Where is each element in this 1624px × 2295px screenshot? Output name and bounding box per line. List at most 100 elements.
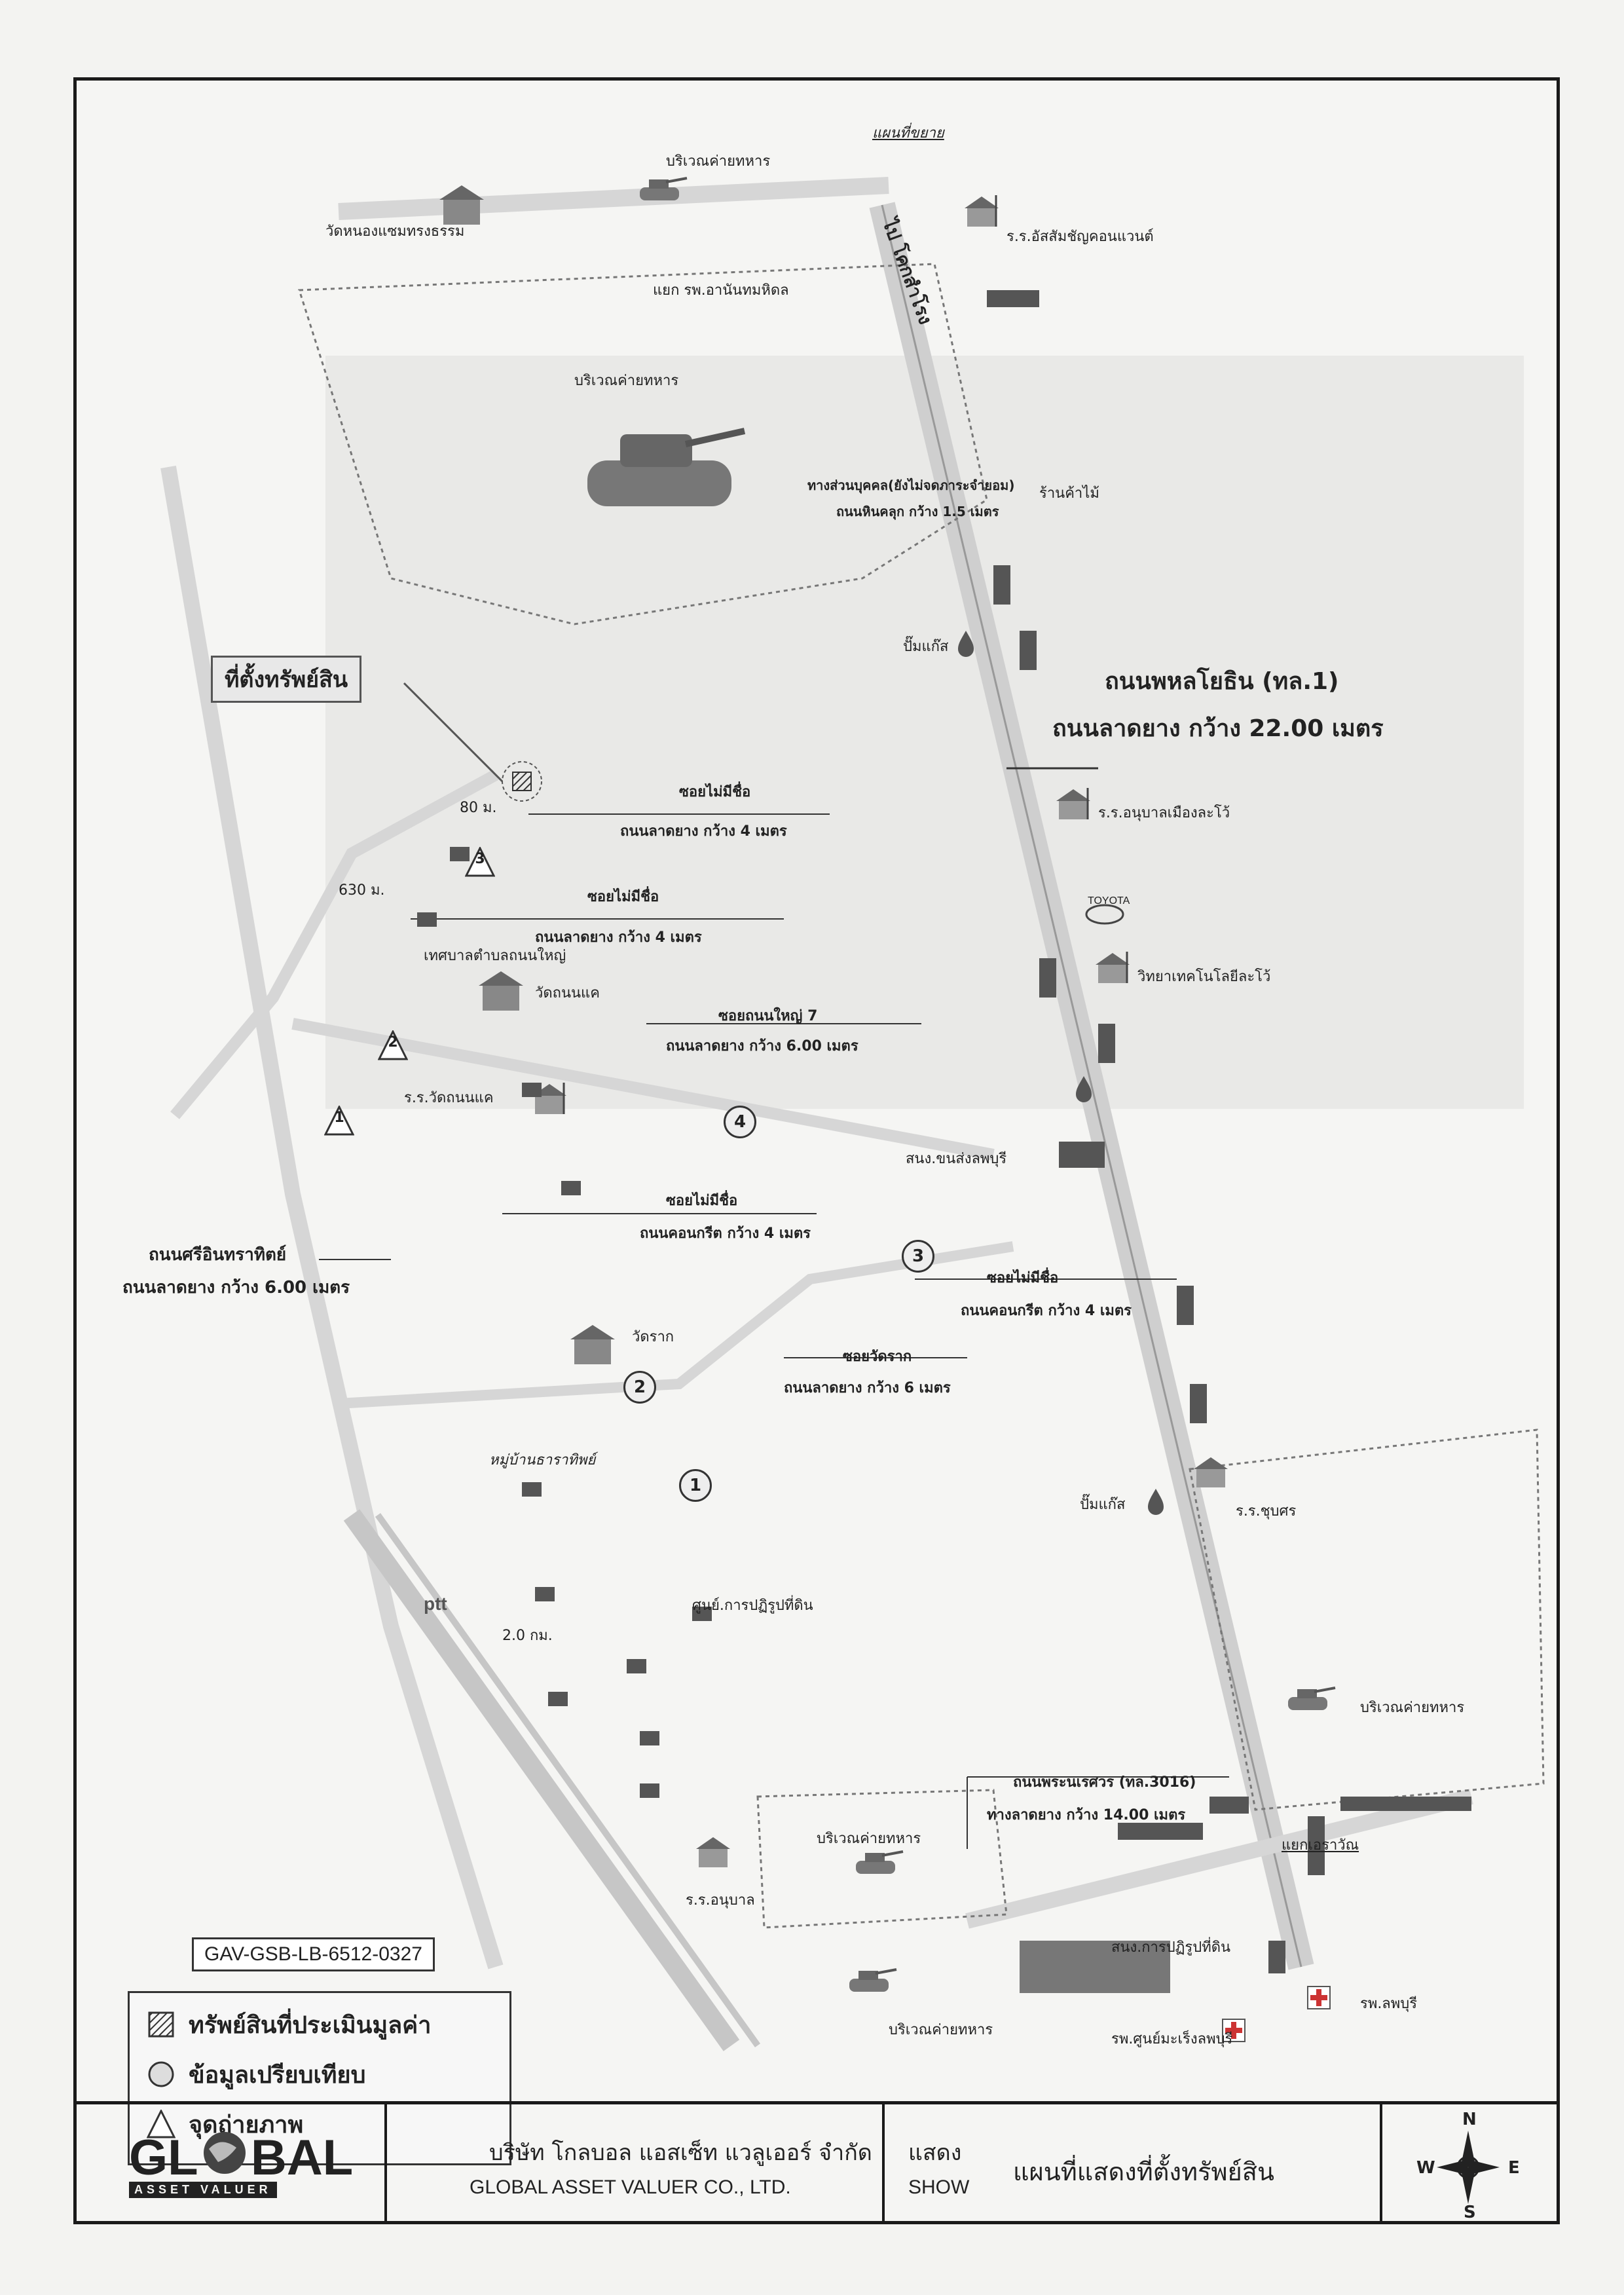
show-label-en: SHOW xyxy=(908,2176,970,2198)
building-cluster xyxy=(417,290,1471,1973)
label-soi-no-name-2: ซอยไม่มีชื่อ xyxy=(587,889,659,905)
label-gas-station-1: ปั๊มแก๊ส xyxy=(903,639,949,655)
logo-sub: ASSET VALUER xyxy=(129,2182,277,2198)
logo-text-right: BAL xyxy=(251,2130,354,2186)
road-to-asset xyxy=(170,770,499,1119)
label-soi-no-name-3: ซอยไม่มีชื่อ xyxy=(666,1193,738,1209)
label-soi-wat-rak-desc: ถนนลาดยาง กว้าง 6 เมตร xyxy=(784,1380,951,1396)
hospital-icon-lopburi xyxy=(1307,1986,1331,2009)
comparison-marker-2[interactable]: 2 xyxy=(623,1371,656,1404)
label-soi-no-name-2-desc: ถนนลาดยาง กว้าง 4 เมตร xyxy=(535,929,702,946)
school-icon-technical xyxy=(1096,952,1130,983)
label-soi-no-name-4: ซอยไม่มีชื่อ xyxy=(987,1270,1059,1286)
label-military-bottom: บริเวณค่ายทหาร xyxy=(817,1831,921,1847)
gas-station-icon-2 xyxy=(1076,1076,1092,1102)
school-icon-kindergarten xyxy=(1056,788,1090,819)
asset-pointer-line xyxy=(403,682,504,783)
label-soi-no-name-1: ซอยไม่มีชื่อ xyxy=(679,784,751,800)
label-toyota: TOYOTA xyxy=(1088,895,1130,906)
compass-w: W xyxy=(1416,2158,1435,2178)
temple-icon-nong-saen xyxy=(439,185,484,225)
gas-station-icon-1 xyxy=(958,631,974,657)
land-reform-building xyxy=(1020,1941,1170,1993)
tank-icon-right xyxy=(1288,1687,1336,1710)
label-school-kindergarten: ร.ร.อนุบาลเมืองละโว้ xyxy=(1098,805,1230,821)
label-military-center: บริเวณค่ายทหาร xyxy=(574,373,679,389)
temple-icon-rak xyxy=(570,1325,615,1364)
legend-item-photo: จุดถ่ายภาพ xyxy=(147,2106,303,2142)
label-technical-college: วิทยาเทคโนโลยีละโว้ xyxy=(1137,969,1271,985)
photo-point-2-label: 2 xyxy=(388,1034,398,1051)
top-link-label[interactable]: แผนที่ขยาย xyxy=(872,125,944,141)
legend-label-comparison: ข้อมูลเปรียบเทียบ xyxy=(189,2061,366,2089)
road-north xyxy=(338,177,889,220)
map-frame: แผนที่ขยาย บริเวณค่ายทหาร วัดหนองแซมทรงธ… xyxy=(73,77,1560,2224)
map-title: แผนที่แสดงที่ตั้งทรัพย์สิน xyxy=(1013,2157,1274,2186)
label-military-bottom2: บริเวณค่ายทหาร xyxy=(889,2022,993,2038)
label-transport-office: สนง.ขนส่งลพบุรี xyxy=(906,1151,1007,1167)
label-soi-thanon-yai-desc: ถนนลาดยาง กว้าง 6.00 เมตร xyxy=(666,1038,858,1054)
asset-location-label: ที่ตั้งทรัพย์สิน xyxy=(211,656,362,703)
label-soi-no-name-3-desc: ถนนคอนกรีต กว้าง 4 เมตร xyxy=(640,1225,811,1242)
photo-point-1[interactable]: 1 xyxy=(323,1104,355,1136)
military-boundary-top xyxy=(297,263,988,625)
road-soi-7 xyxy=(291,1018,995,1161)
label-dist-80: 80 ม. xyxy=(460,800,497,816)
gas-station-icon-3 xyxy=(1148,1489,1164,1515)
temple-icon-thanon-khae xyxy=(479,971,523,1011)
label-soi-wat-rak: ซอยวัดราก xyxy=(843,1349,912,1365)
label-soi-no-name-4-desc: ถนนคอนกรีต กว้าง 4 เมตร xyxy=(961,1303,1132,1319)
road-sri-inthrathit xyxy=(160,465,504,1969)
label-phra-naret-desc: ทางลาดยาง กว้าง 14.00 เมตร xyxy=(987,1807,1186,1823)
compass-icon: N S W E xyxy=(1380,2104,1557,2224)
main-highway-center xyxy=(881,204,1302,1968)
label-temple-rak: วัดราก xyxy=(632,1329,674,1345)
label-land-reform-office: สนง.การปฏิรูปที่ดิน xyxy=(1111,1939,1231,1956)
legend-item-asset: ทรัพย์สินที่ประเมินมูลค่า xyxy=(147,2006,431,2043)
label-phra-naret-road: ถนนพระนเรศวร (ทล.3016) xyxy=(1013,1774,1196,1791)
toyota-logo-icon xyxy=(1085,904,1124,925)
label-temple-thanon-khae: วัดถนนแค xyxy=(535,985,600,1001)
scan-overlay xyxy=(325,356,1524,1109)
company-name-th: บริษัท โกลบอล แอสเซ็ท แวลูเออร์ จำกัด xyxy=(489,2140,872,2166)
label-ptt: ptt xyxy=(424,1594,447,1614)
comparison-marker-1[interactable]: 1 xyxy=(679,1469,712,1502)
show-label-th: แสดง xyxy=(908,2140,962,2166)
label-temple-nong-saen: วัดหนองแซมทรงธรรม xyxy=(325,223,465,240)
label-junction-erawan: แยกเอราวัณ xyxy=(1282,1837,1359,1854)
label-school-assumption: ร.ร.อัสสัมชัญคอนแวนต์ xyxy=(1006,229,1154,245)
comparison-marker-4[interactable]: 4 xyxy=(724,1106,756,1138)
compass-s: S xyxy=(1464,2203,1476,2222)
label-main-road-name: ถนนพหลโยธิน (ทล.1) xyxy=(1105,668,1339,695)
label-municipality: เทศบาลตำบลถนนใหญ่ xyxy=(424,948,566,964)
photo-point-2[interactable]: 2 xyxy=(377,1029,409,1060)
footer-title-cell: แผนที่แสดงที่ตั้งทรัพย์สิน xyxy=(987,2104,1382,2224)
logo-text-left: GL xyxy=(129,2130,198,2186)
label-school-chukon: ร.ร.ชุบศร xyxy=(1236,1503,1297,1520)
railway-track xyxy=(375,1513,761,2047)
label-sri-road-desc: ถนนลาดยาง กว้าง 6.00 เมตร xyxy=(122,1278,350,1297)
school-icon-anuban xyxy=(696,1837,730,1867)
label-sri-road-name: ถนนศรีอินทราทิตย์ xyxy=(149,1245,287,1265)
label-private-path: ทางส่วนบุคคล(ยังไม่จดภาระจำยอม) xyxy=(807,477,1015,493)
photo-point-3[interactable]: 3 xyxy=(464,846,496,877)
comparison-marker-3[interactable]: 3 xyxy=(902,1240,934,1273)
railway xyxy=(343,1509,740,2051)
hatched-square-icon xyxy=(148,2011,174,2038)
tank-icon-center xyxy=(587,428,746,506)
compass-rose-icon xyxy=(1437,2131,1500,2204)
legend-label-photo: จุดถ่ายภาพ xyxy=(189,2111,304,2138)
label-hospital-cancer: รพ.ศูนย์มะเร็งลพบุรี xyxy=(1111,2031,1233,2047)
label-dirt-road: ถนนหินคลุก กว้าง 1.5 เมตร xyxy=(836,504,999,519)
label-hospital-lopburi: รพ.ลพบุรี xyxy=(1360,1996,1418,2012)
label-wood-shop: ร้านค้าไม้ xyxy=(1039,485,1099,502)
legend-label-asset: ทรัพย์สินที่ประเมินมูลค่า xyxy=(189,2011,432,2039)
legend: ทรัพย์สินที่ประเมินมูลค่า ข้อมูลเปรียบเท… xyxy=(128,1991,511,2165)
compass-e: E xyxy=(1508,2158,1520,2178)
photo-point-3-label: 3 xyxy=(475,851,485,867)
label-dist-2km: 2.0 กม. xyxy=(502,1628,553,1644)
label-main-road-desc: ถนนลาดยาง กว้าง 22.00 เมตร xyxy=(1052,715,1384,742)
asset-circle xyxy=(502,761,542,802)
label-gas-station-2: ปั๊มแก๊ส xyxy=(1080,1497,1126,1513)
